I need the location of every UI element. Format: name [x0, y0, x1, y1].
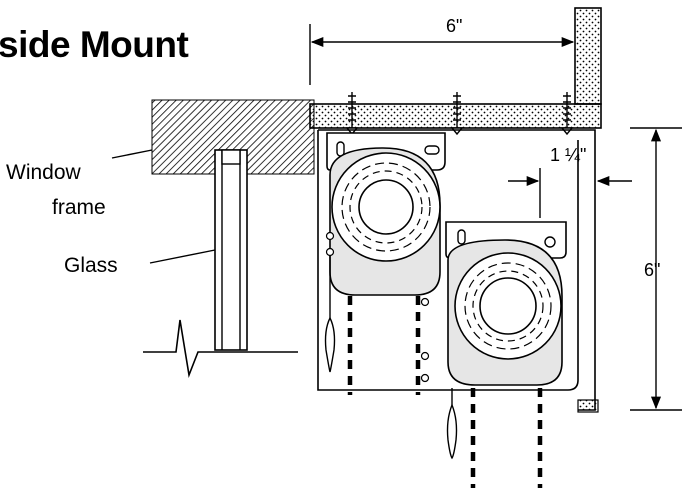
bead-chains [347, 296, 543, 488]
sill-break-line [143, 319, 298, 379]
dimension-offset [508, 168, 632, 218]
label-window: Window [6, 161, 82, 184]
dimension-right-label: 6" [644, 260, 660, 280]
wall-vertical [574, 7, 602, 105]
roller-lower [447, 239, 563, 386]
wand-left [324, 255, 336, 373]
diagram-title: side Mount [0, 24, 189, 65]
label-frame: frame [52, 196, 106, 219]
wand-right [446, 388, 458, 460]
fascia-return [577, 399, 599, 413]
label-glass: Glass [64, 254, 118, 277]
rivets [325, 231, 430, 383]
dimension-right [630, 127, 682, 411]
dimension-top-label: 6" [446, 16, 462, 36]
glass-leader [149, 249, 216, 264]
window-frame-leader [111, 149, 153, 159]
roller-upper [329, 147, 441, 296]
glass-channel [214, 149, 248, 351]
dimension-top [309, 24, 575, 85]
dimension-offset-label: 1 ¼" [550, 145, 586, 165]
